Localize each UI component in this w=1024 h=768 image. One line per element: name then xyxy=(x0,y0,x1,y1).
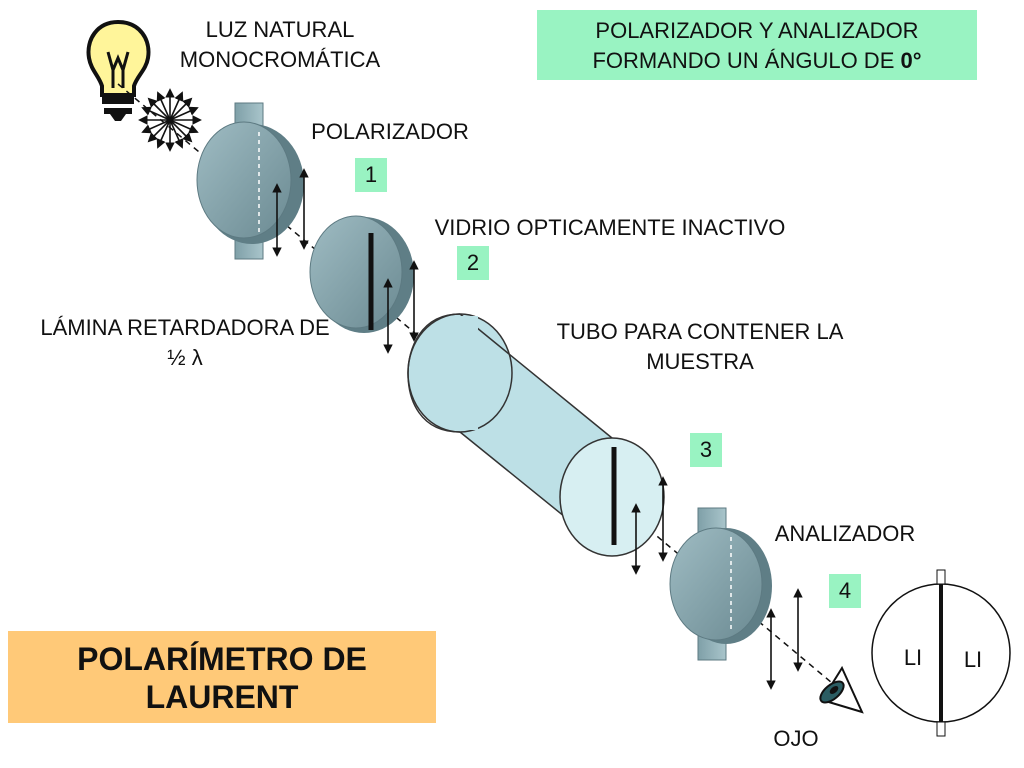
polarizer-label: POLARIZADOR xyxy=(311,119,469,144)
unpolarized-light-rays xyxy=(138,88,202,152)
light-source-label-line1: LUZ NATURAL xyxy=(205,17,355,42)
main-title-line2: LAURENT xyxy=(145,679,299,715)
number-badge-4: 4 xyxy=(829,574,861,608)
sample-tube-label: TUBO PARA CONTENER LA MUESTRA xyxy=(520,317,880,377)
main-title-box: POLARÍMETRO DE LAURENT xyxy=(8,631,436,723)
light-source-label: LUZ NATURAL MONOCROMÁTICA xyxy=(150,15,410,75)
angle-info-box: POLARIZADOR Y ANALIZADOR FORMANDO UN ÁNG… xyxy=(537,10,977,80)
field-right-label: LI xyxy=(963,647,983,672)
analyzer-label: ANALIZADOR xyxy=(774,521,916,546)
angle-value: 0° xyxy=(900,48,922,73)
half-wave-plate-label-line1: LÁMINA RETARDADORA DE xyxy=(40,315,330,340)
eye-label: OJO xyxy=(773,726,819,751)
angle-info-text: POLARIZADOR Y ANALIZADOR FORMANDO UN ÁNG… xyxy=(592,18,919,73)
light-source-label-line2: MONOCROMÁTICA xyxy=(179,47,381,72)
field-of-view xyxy=(871,569,1011,737)
eye-icon xyxy=(819,665,864,714)
field-left-label: LI xyxy=(903,645,923,670)
number-badge-2: 2 xyxy=(457,246,489,280)
light-bulb-icon xyxy=(86,19,151,121)
number-badge-3: 3 xyxy=(690,433,722,467)
half-wave-plate-label: LÁMINA RETARDADORA DE ½ λ xyxy=(10,313,360,373)
number-badge-1: 1 xyxy=(355,158,387,192)
main-title-line1: POLARÍMETRO DE xyxy=(77,641,367,677)
polarizer-disc xyxy=(196,102,304,260)
analyzer-disc xyxy=(669,507,772,661)
sample-tube-label-line2: MUESTRA xyxy=(646,349,754,374)
glass-label: VIDRIO OPTICAMENTE INACTIVO xyxy=(434,215,786,240)
sample-tube-label-line1: TUBO PARA CONTENER LA xyxy=(556,319,844,344)
half-wave-plate-label-line2: ½ λ xyxy=(167,345,203,370)
